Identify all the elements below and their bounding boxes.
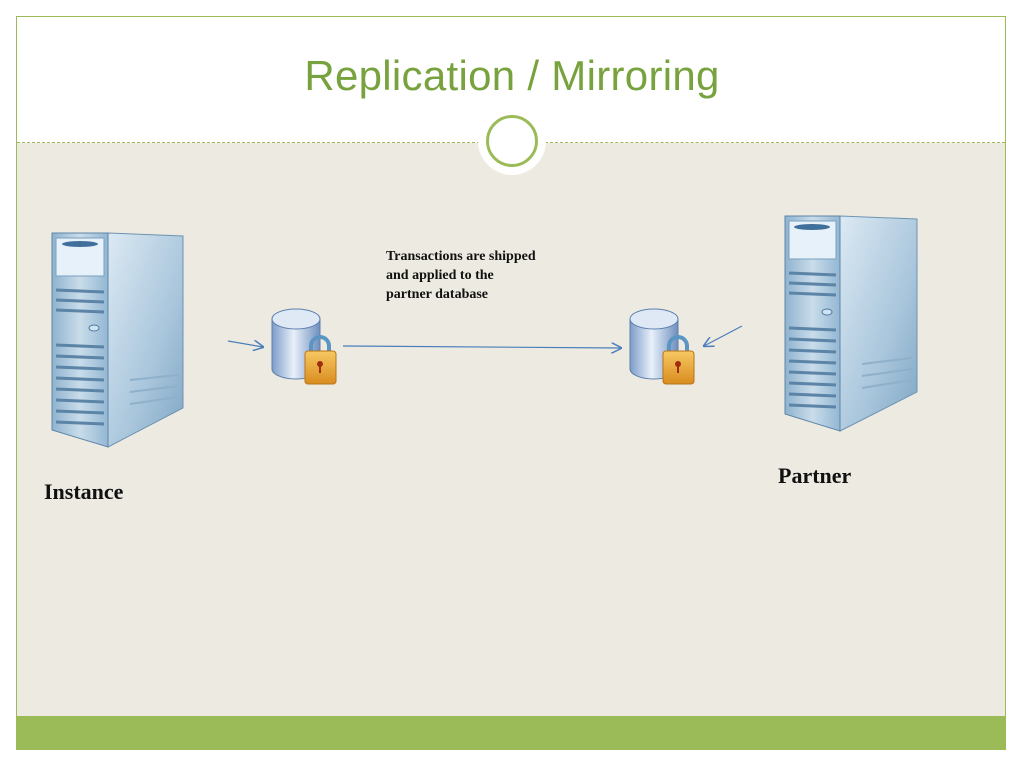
partner-label: Partner bbox=[778, 463, 852, 488]
transaction-shipping-caption: Transactions are shipped and applied to … bbox=[386, 249, 536, 302]
arrow-transaction-shipping bbox=[342, 346, 621, 348]
arrow-partner-to-database bbox=[704, 325, 743, 346]
instance-database-icon bbox=[271, 308, 337, 385]
instance-server-icon bbox=[51, 232, 184, 448]
instance-label: Instance bbox=[44, 479, 124, 504]
partner-server-icon bbox=[784, 215, 918, 432]
arrow-instance-to-database bbox=[227, 341, 263, 347]
slide-title: Replication / Mirroring bbox=[304, 52, 720, 99]
footer-band bbox=[17, 716, 1005, 749]
title-divider-left bbox=[17, 142, 480, 143]
title-divider-right bbox=[545, 142, 1005, 143]
divider-ring-icon bbox=[486, 115, 538, 167]
partner-database-icon bbox=[629, 308, 695, 385]
